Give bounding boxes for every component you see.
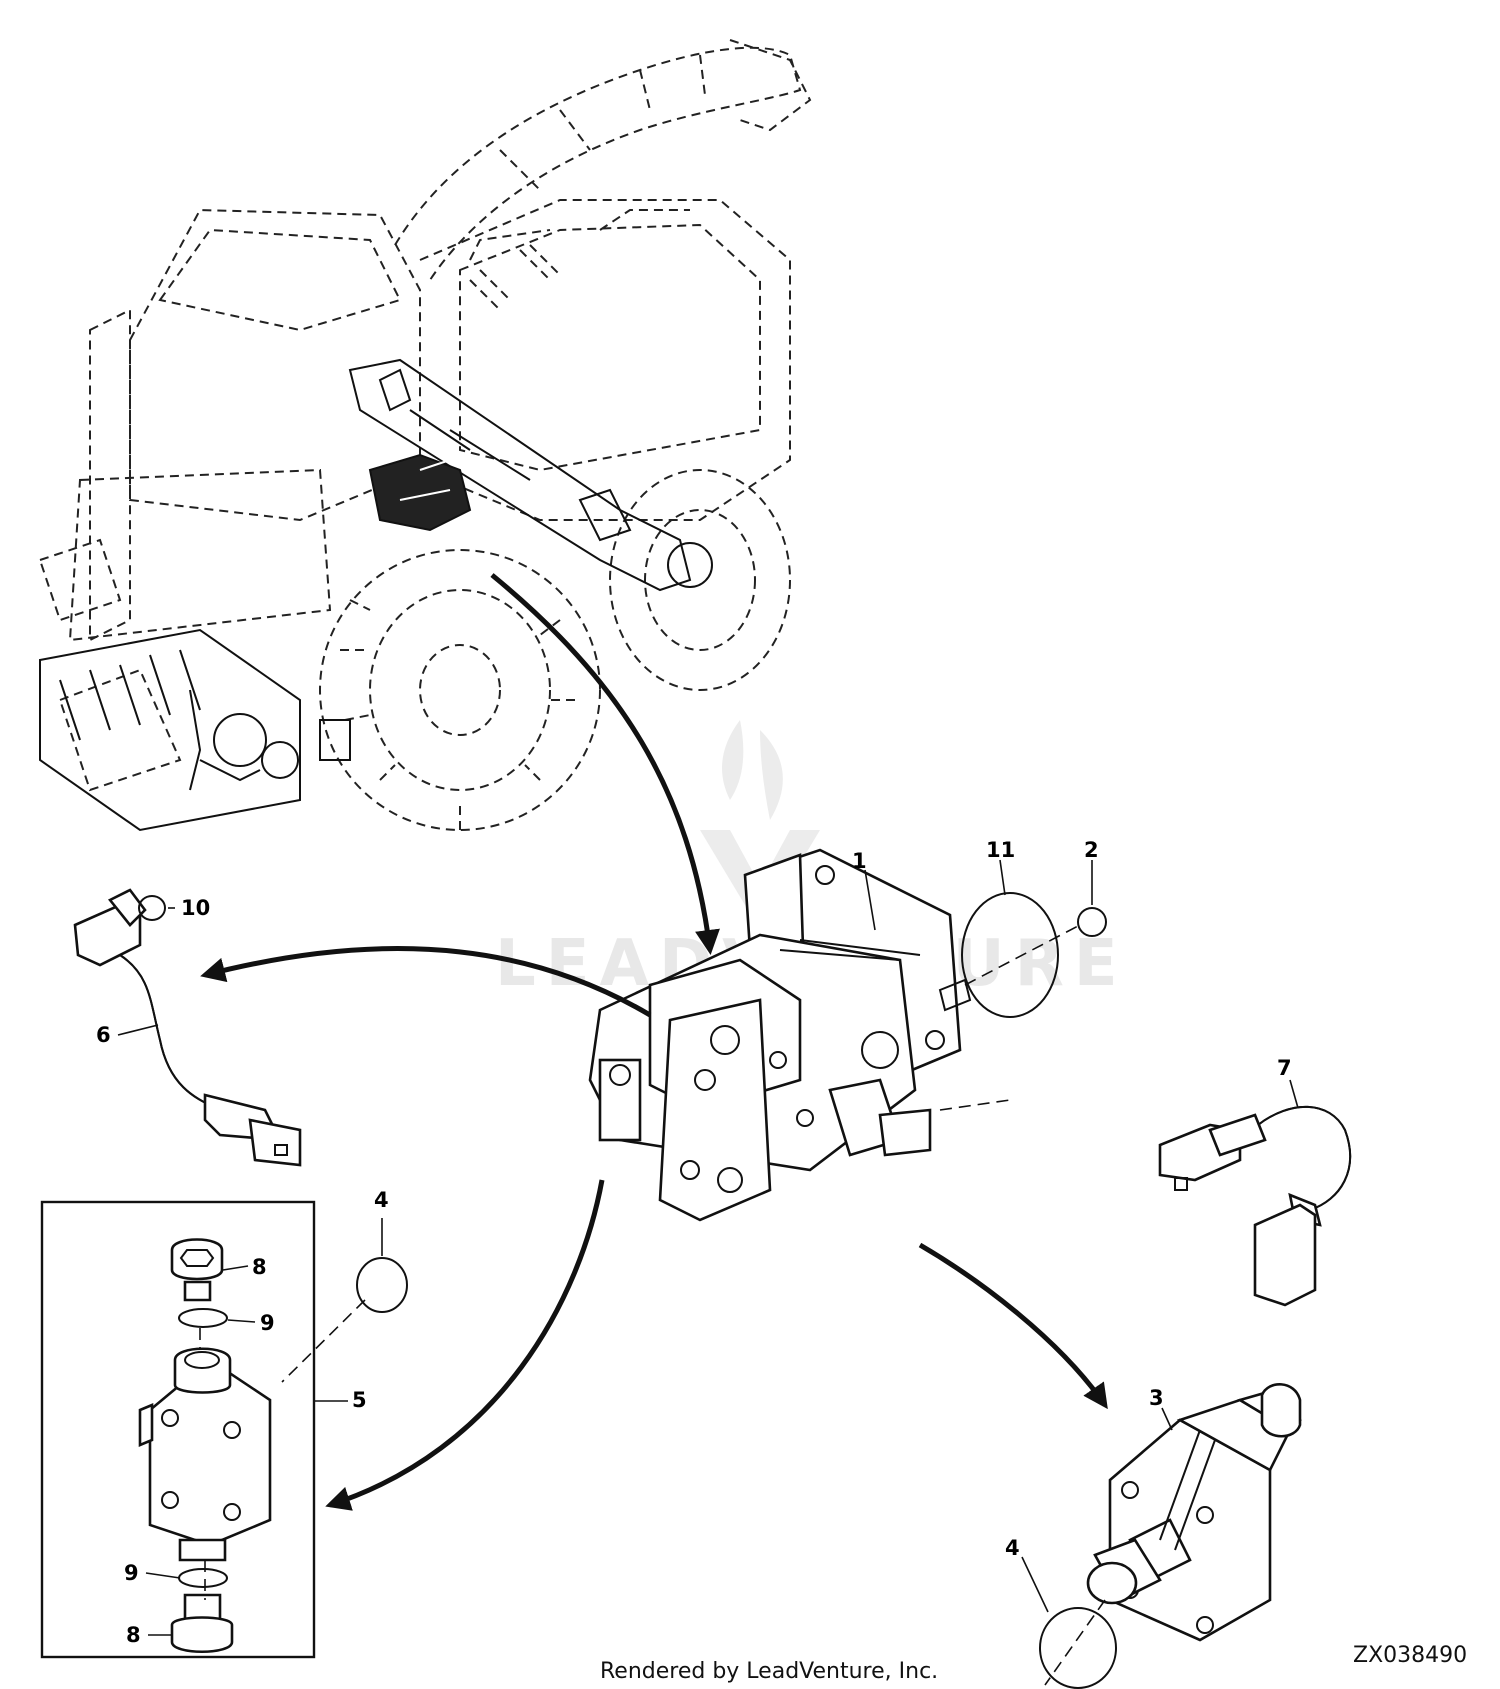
machine-outline: [38, 39, 812, 831]
axis-line-solenoid: [1044, 1599, 1106, 1686]
speed-sensor-right: [1158, 1105, 1351, 1307]
axis-line-motor: [964, 924, 1081, 986]
machine-axle: [348, 358, 713, 592]
callout-3: 3: [1149, 1386, 1164, 1410]
o-ring-valve: [356, 1257, 408, 1313]
callout-labels: 1 2 3 4 4 5 6 7 8 8 9 9 10 11: [96, 838, 1292, 1647]
callout-9-bottom: 9: [124, 1561, 139, 1585]
callout-2: 2: [1084, 838, 1099, 862]
footer-credit: Rendered by LeadVenture, Inc.: [600, 1659, 938, 1684]
o-ring-small: [1077, 907, 1107, 937]
callout-6: 6: [96, 1023, 111, 1047]
callout-5: 5: [352, 1388, 367, 1412]
callout-8-bottom: 8: [126, 1623, 141, 1647]
valve-block: [138, 1238, 272, 1654]
hydraulic-motor: [588, 848, 972, 1222]
leader-lines: [117, 859, 1299, 1636]
figure-id: ZX038490: [1353, 1643, 1467, 1668]
o-ring-solenoid: [1039, 1607, 1117, 1689]
axis-line-shaft: [939, 1099, 1011, 1111]
callout-7: 7: [1277, 1056, 1292, 1080]
solenoid-valve: [1086, 1383, 1302, 1642]
callout-9-top: 9: [260, 1311, 275, 1335]
callout-4-solenoid: 4: [1005, 1536, 1020, 1560]
valve-kit-box: [40, 1200, 316, 1659]
callout-11: 11: [986, 838, 1015, 862]
callout-1: 1: [852, 849, 867, 873]
speed-sensor-left: [73, 888, 302, 1167]
flow-arrows: [200, 573, 1108, 1511]
machine-header: [39, 628, 351, 832]
watermark-logo: [700, 720, 820, 930]
axis-line-valve: [281, 1299, 366, 1383]
callout-4-valve: 4: [374, 1188, 389, 1212]
o-ring-large: [961, 892, 1059, 1018]
callout-8-top: 8: [252, 1255, 267, 1279]
callout-10: 10: [181, 896, 210, 920]
